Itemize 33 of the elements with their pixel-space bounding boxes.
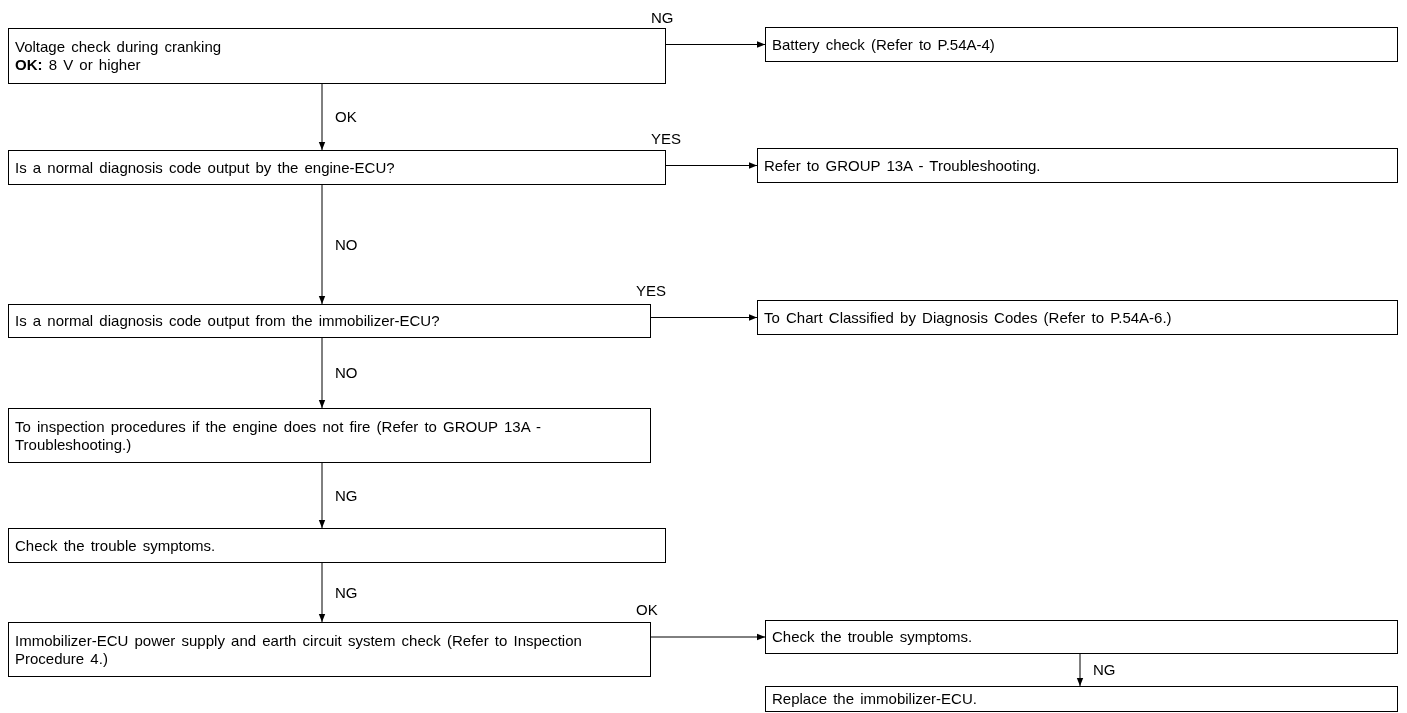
process-box bbox=[8, 622, 651, 677]
arrow bbox=[318, 462, 326, 529]
arrow bbox=[665, 162, 758, 169]
box-text: Battery check (Refer to P.54A-4) bbox=[772, 35, 996, 54]
process-box bbox=[8, 408, 651, 463]
arrow bbox=[318, 184, 326, 305]
box-text: To Chart Classified by Diagnosis Codes (Refer to P.54A-6.) bbox=[764, 308, 1173, 327]
arrow bbox=[318, 83, 326, 151]
arrow bbox=[1076, 653, 1084, 687]
process-box bbox=[765, 686, 1398, 712]
process-box bbox=[8, 150, 666, 185]
arrow bbox=[650, 633, 766, 641]
box-text: Voltage check during cranking bbox=[15, 38, 223, 56]
box-text: Replace the immobilizer-ECU. bbox=[772, 690, 978, 708]
arrow bbox=[665, 41, 766, 48]
process-box bbox=[757, 148, 1398, 183]
box-text: Is a normal diagnosis code output by the engine-ECU? bbox=[15, 158, 396, 177]
arrow bbox=[650, 314, 758, 321]
process-box bbox=[757, 300, 1398, 335]
box-text: Immobilizer-ECU power supply and earth circuit system check (Refer to Inspection Procedure 4.) bbox=[15, 631, 583, 668]
arrow bbox=[318, 562, 326, 623]
box-text: Check the trouble symptoms. bbox=[772, 628, 974, 646]
process-box bbox=[8, 28, 666, 84]
box-text: Check the trouble symptoms. bbox=[15, 536, 217, 555]
box-text: OK: 8 V or higher bbox=[15, 56, 142, 74]
process-box bbox=[765, 27, 1398, 62]
box-text: To inspection procedures if the engine does not fire (Refer to GROUP 13A - Troubleshooting.) bbox=[15, 417, 542, 454]
box-text: Refer to GROUP 13A - Troubleshooting. bbox=[764, 156, 1042, 175]
arrow bbox=[318, 337, 326, 409]
box-text: Is a normal diagnosis code output from the immobilizer-ECU? bbox=[15, 312, 441, 330]
process-box bbox=[8, 528, 666, 563]
process-box bbox=[8, 304, 651, 338]
process-box bbox=[765, 620, 1398, 654]
